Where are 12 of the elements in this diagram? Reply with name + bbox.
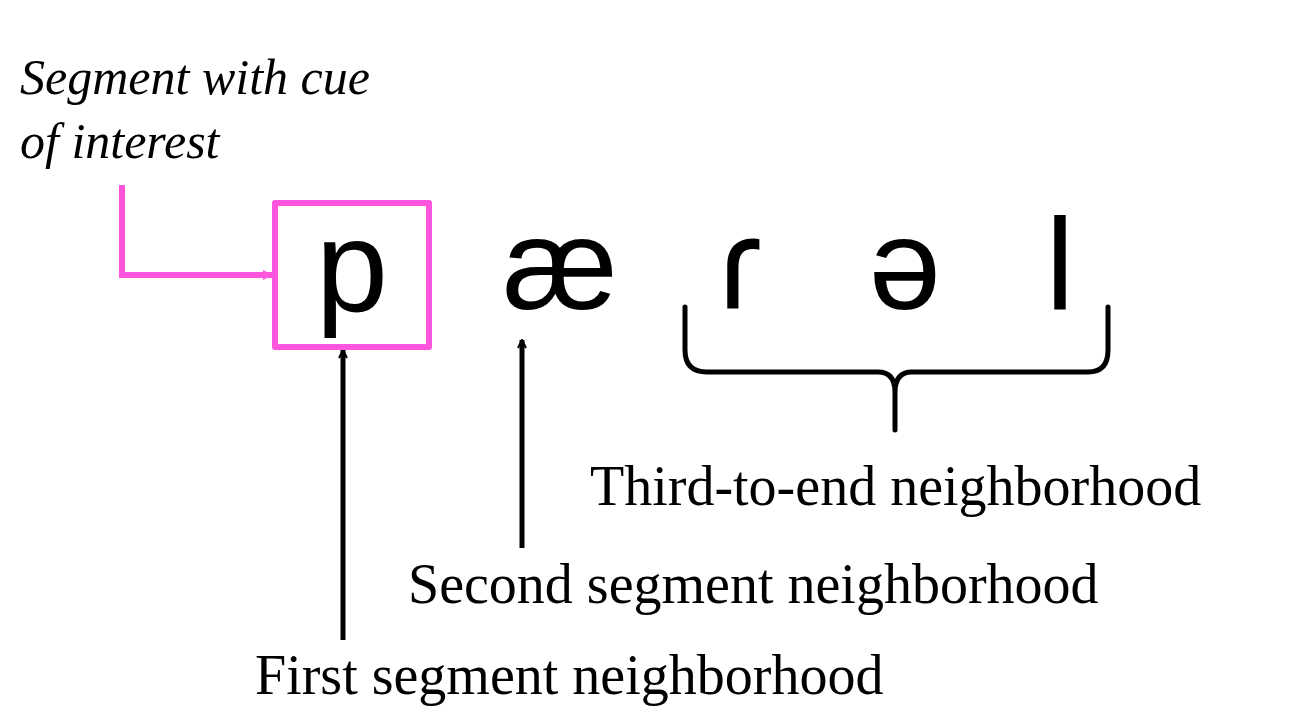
arrow (338, 349, 348, 640)
phonetic-symbol: ɾ (717, 200, 763, 339)
arrow (517, 339, 527, 548)
phonetic-symbol: ə (867, 200, 943, 339)
arrow (119, 185, 273, 280)
highlighted-segment: p (272, 200, 432, 350)
callout-text: First segment neighborhood (255, 640, 995, 710)
callout-text: Second segment neighborhood (408, 548, 1218, 620)
phonetic-symbol: æ (490, 200, 630, 340)
phonetic-symbol: l (1044, 200, 1076, 339)
callout-text: Segment with cue of interest (20, 45, 410, 185)
bracket-label: Third-to-end neighborhood (590, 454, 1203, 519)
